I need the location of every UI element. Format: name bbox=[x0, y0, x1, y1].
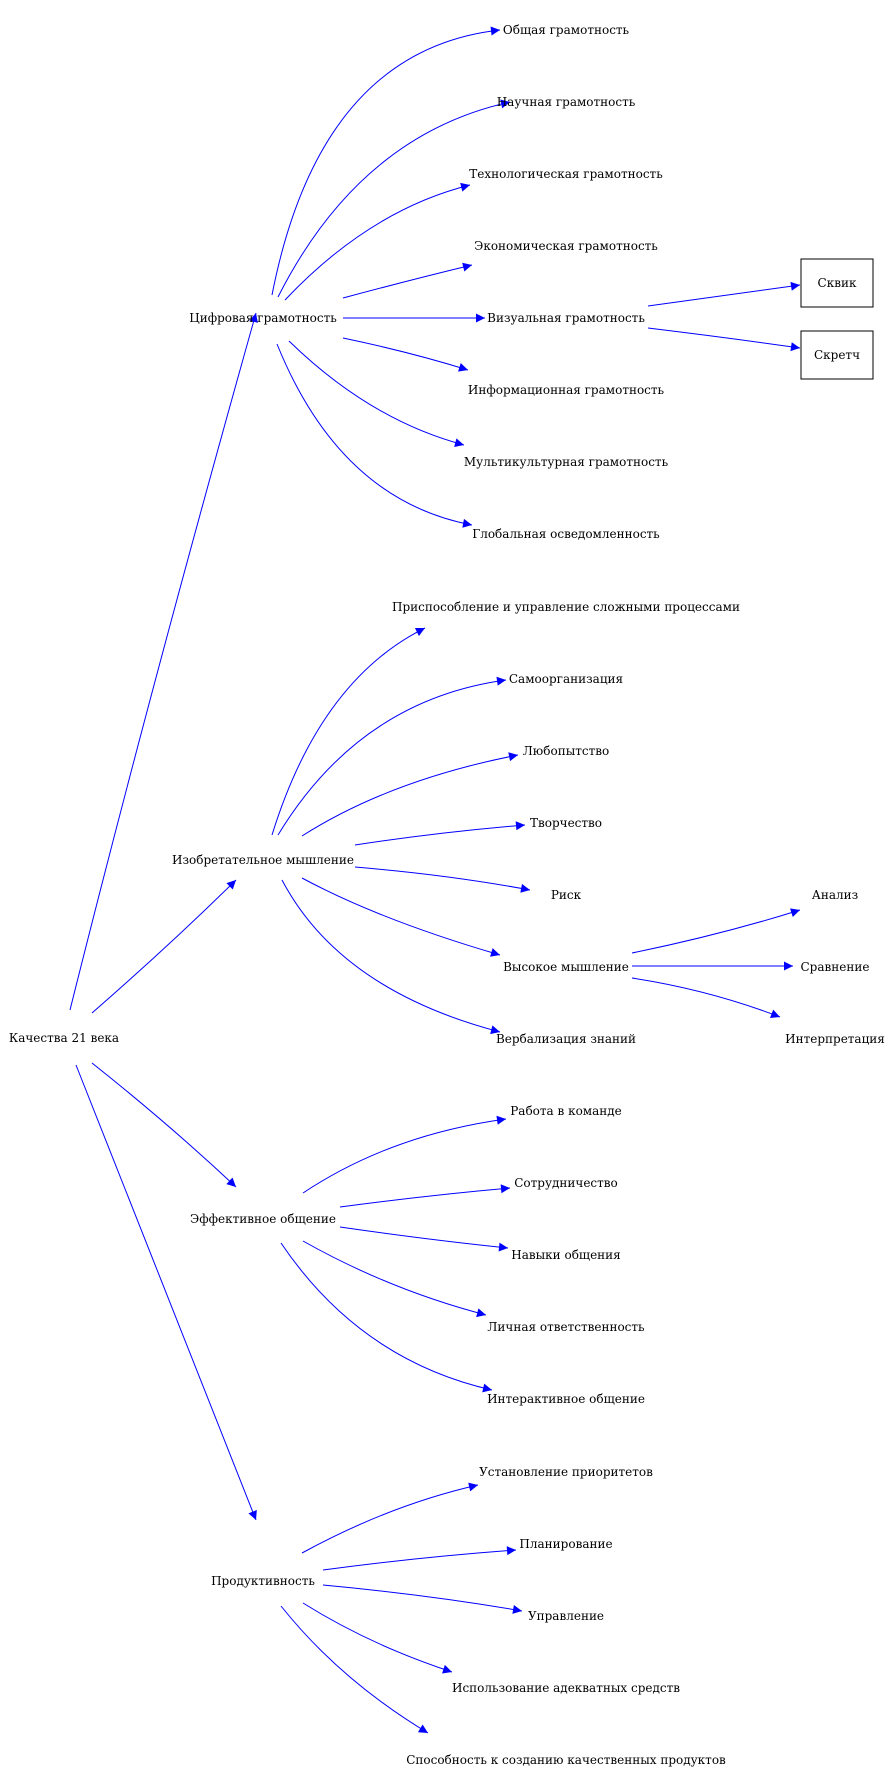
edge-root-prod bbox=[75, 1064, 257, 1521]
node-planning: Планирование bbox=[519, 1537, 612, 1551]
edge-prod-tools bbox=[302, 1602, 453, 1674]
node-multicultural-literacy: Мультикультурная грамотность bbox=[464, 455, 669, 469]
edge-digital-multi bbox=[288, 340, 465, 448]
node-interactive-communication: Интерактивное общение bbox=[487, 1392, 645, 1406]
edge-comm-personal bbox=[302, 1240, 487, 1318]
edge-digital-tech bbox=[284, 182, 471, 301]
edge-inventive-curiosity bbox=[301, 752, 519, 837]
edge-comm-commskills bbox=[339, 1226, 509, 1252]
edge-comm-coop bbox=[339, 1184, 511, 1208]
edge-inventive-risk bbox=[354, 866, 531, 893]
edge-visual-scratch bbox=[647, 327, 801, 352]
node-squeak: Сквик bbox=[818, 276, 857, 290]
node-creativity: Творчество bbox=[530, 816, 602, 830]
edge-inventive-creativity bbox=[354, 821, 526, 846]
node-cooperation: Сотрудничество bbox=[514, 1176, 618, 1190]
edge-digital-general bbox=[271, 26, 501, 296]
edge-digital-econ bbox=[342, 262, 473, 299]
edge-comm-team bbox=[302, 1115, 507, 1194]
node-curiosity: Любопытство bbox=[523, 744, 609, 758]
edge-highthink-analysis bbox=[631, 908, 801, 954]
edge-prod-management bbox=[322, 1584, 523, 1614]
node-self-organization: Самоорганизация bbox=[509, 672, 623, 686]
node-personal-responsibility: Личная ответственность bbox=[487, 1320, 645, 1334]
edge-digital-info bbox=[342, 337, 469, 372]
node-verbalization: Вербализация знаний bbox=[496, 1032, 636, 1046]
edge-inventive-verbal bbox=[281, 879, 501, 1035]
root-node: Качества 21 века bbox=[9, 1031, 119, 1045]
node-adaptation: Приспособление и управление сложными про… bbox=[392, 600, 740, 614]
edge-inventive-highthink bbox=[301, 877, 501, 957]
node-econ-literacy: Экономическая грамотность bbox=[474, 239, 658, 253]
edge-digital-global bbox=[276, 343, 473, 528]
squeak-box bbox=[800, 258, 874, 308]
edge-prod-planning bbox=[322, 1546, 517, 1571]
edge-root-comm bbox=[91, 1062, 237, 1188]
node-tech-literacy: Технологическая грамотность bbox=[469, 167, 663, 181]
node-comparison: Сравнение bbox=[801, 960, 870, 974]
edge-comm-interactive bbox=[280, 1242, 493, 1393]
edge-root-inventive bbox=[91, 879, 237, 1014]
node-interpretation: Интерпретация bbox=[785, 1032, 885, 1046]
node-productivity: Продуктивность bbox=[211, 1574, 315, 1588]
node-global-awareness: Глобальная осведомленность bbox=[472, 527, 660, 541]
node-analysis: Анализ bbox=[812, 888, 858, 902]
edge-prod-priorities bbox=[301, 1482, 479, 1554]
node-effective-communication: Эффективное общение bbox=[190, 1212, 336, 1226]
node-risk: Риск bbox=[551, 888, 582, 902]
node-science-literacy: Научная грамотность bbox=[497, 95, 636, 109]
edge-highthink-interp bbox=[631, 977, 781, 1018]
node-info-literacy: Информационная грамотность bbox=[468, 383, 665, 397]
edge-inventive-adapt bbox=[271, 627, 426, 836]
edge-root-digital bbox=[69, 312, 258, 1011]
node-scratch: Скретч bbox=[814, 348, 860, 362]
node-communication-skills: Навыки общения bbox=[511, 1248, 621, 1262]
edge-inventive-selforg bbox=[277, 676, 507, 836]
scratch-box bbox=[800, 330, 874, 380]
node-general-literacy: Общая грамотность bbox=[503, 23, 630, 37]
edge-visual-squeak bbox=[647, 281, 801, 307]
node-adequate-tools: Использование адекватных средств bbox=[452, 1681, 680, 1695]
node-inventive-thinking: Изобретательное мышление bbox=[172, 853, 354, 867]
edge-digital-science bbox=[277, 99, 511, 298]
node-priorities: Установление приоритетов bbox=[479, 1465, 653, 1479]
node-visual-literacy: Визуальная грамотность bbox=[487, 311, 645, 325]
node-digital-literacy: Цифровая грамотность bbox=[189, 311, 337, 325]
node-higher-thinking: Высокое мышление bbox=[503, 960, 629, 974]
node-quality-products: Способность к созданию качественных прод… bbox=[406, 1753, 726, 1767]
node-teamwork: Работа в команде bbox=[510, 1104, 622, 1118]
edge-prod-quality bbox=[280, 1605, 429, 1734]
node-management: Управление bbox=[528, 1609, 604, 1623]
